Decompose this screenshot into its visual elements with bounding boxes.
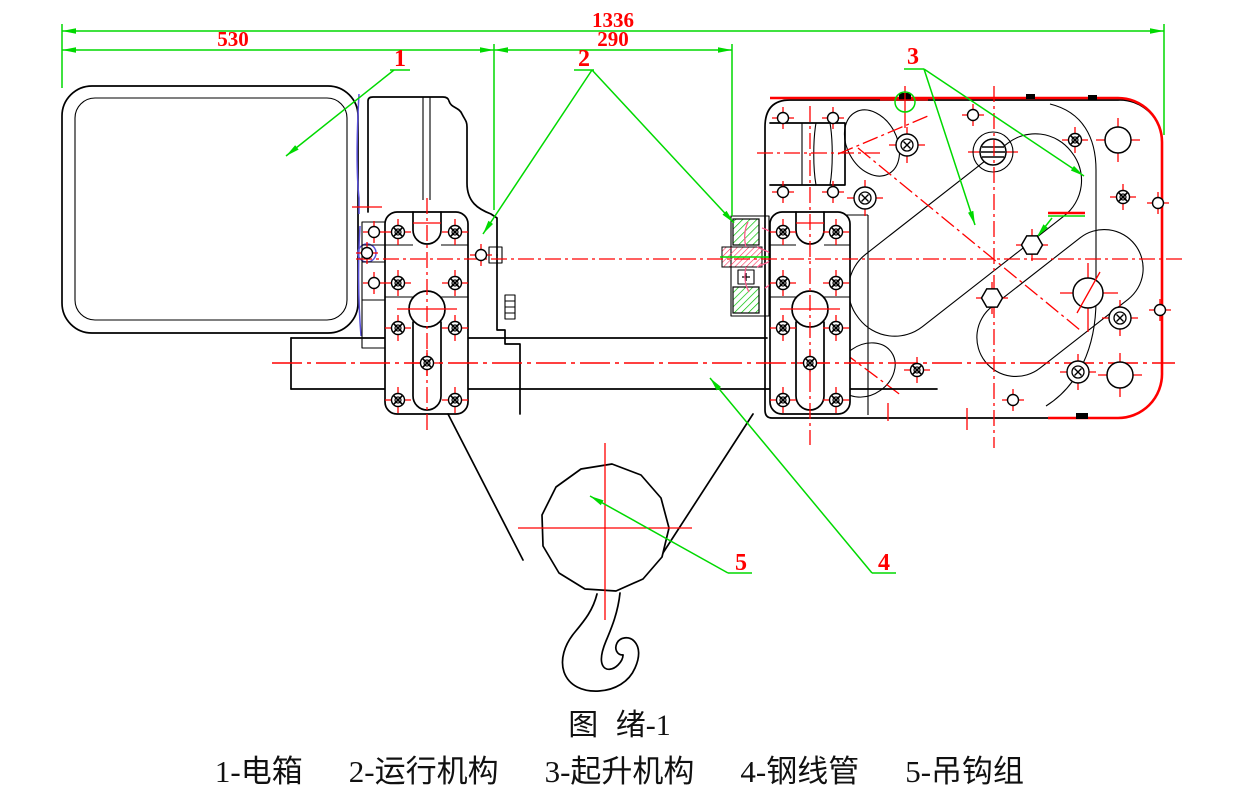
callout-5-label: 5 xyxy=(735,550,747,576)
dimension-middle-label: 290 xyxy=(597,27,629,51)
callout-3-label: 3 xyxy=(907,44,919,70)
hook-assembly xyxy=(518,443,692,692)
legend-item: 4-钢线管 xyxy=(740,754,860,789)
dimension-total-label: 1336 xyxy=(592,8,634,32)
wire-ropes xyxy=(447,413,754,561)
legend-item: 2-运行机构 xyxy=(348,754,499,789)
hook xyxy=(561,593,640,692)
callout-2-label: 2 xyxy=(578,46,590,72)
legend-item: 3-起升机构 xyxy=(544,754,695,789)
figure-legend: 1-电箱 2-运行机构 3-起升机构 4-钢线管 5-吊钩组 xyxy=(0,746,1239,791)
gasket-outline xyxy=(356,93,362,337)
electric-box xyxy=(61,85,377,337)
oil-level-mark xyxy=(1036,211,1085,238)
top-bolt-highlight xyxy=(880,86,928,128)
callout-1-label: 1 xyxy=(394,46,406,72)
legend-item: 5-吊钩组 xyxy=(905,754,1025,789)
dimension-annotations: 1336 530 290 xyxy=(61,8,1165,216)
figure-caption: 图 绪-1 xyxy=(568,709,671,742)
callout-leaders: 1 2 3 4 5 xyxy=(285,44,1085,576)
bearing-circle xyxy=(1060,263,1118,332)
dimension-left-label: 530 xyxy=(217,27,249,51)
rope-guide-barrel xyxy=(769,122,846,186)
breather-plug xyxy=(968,131,1018,173)
callout-4-label: 4 xyxy=(878,550,890,576)
legend-item: 1-电箱 xyxy=(214,754,303,789)
